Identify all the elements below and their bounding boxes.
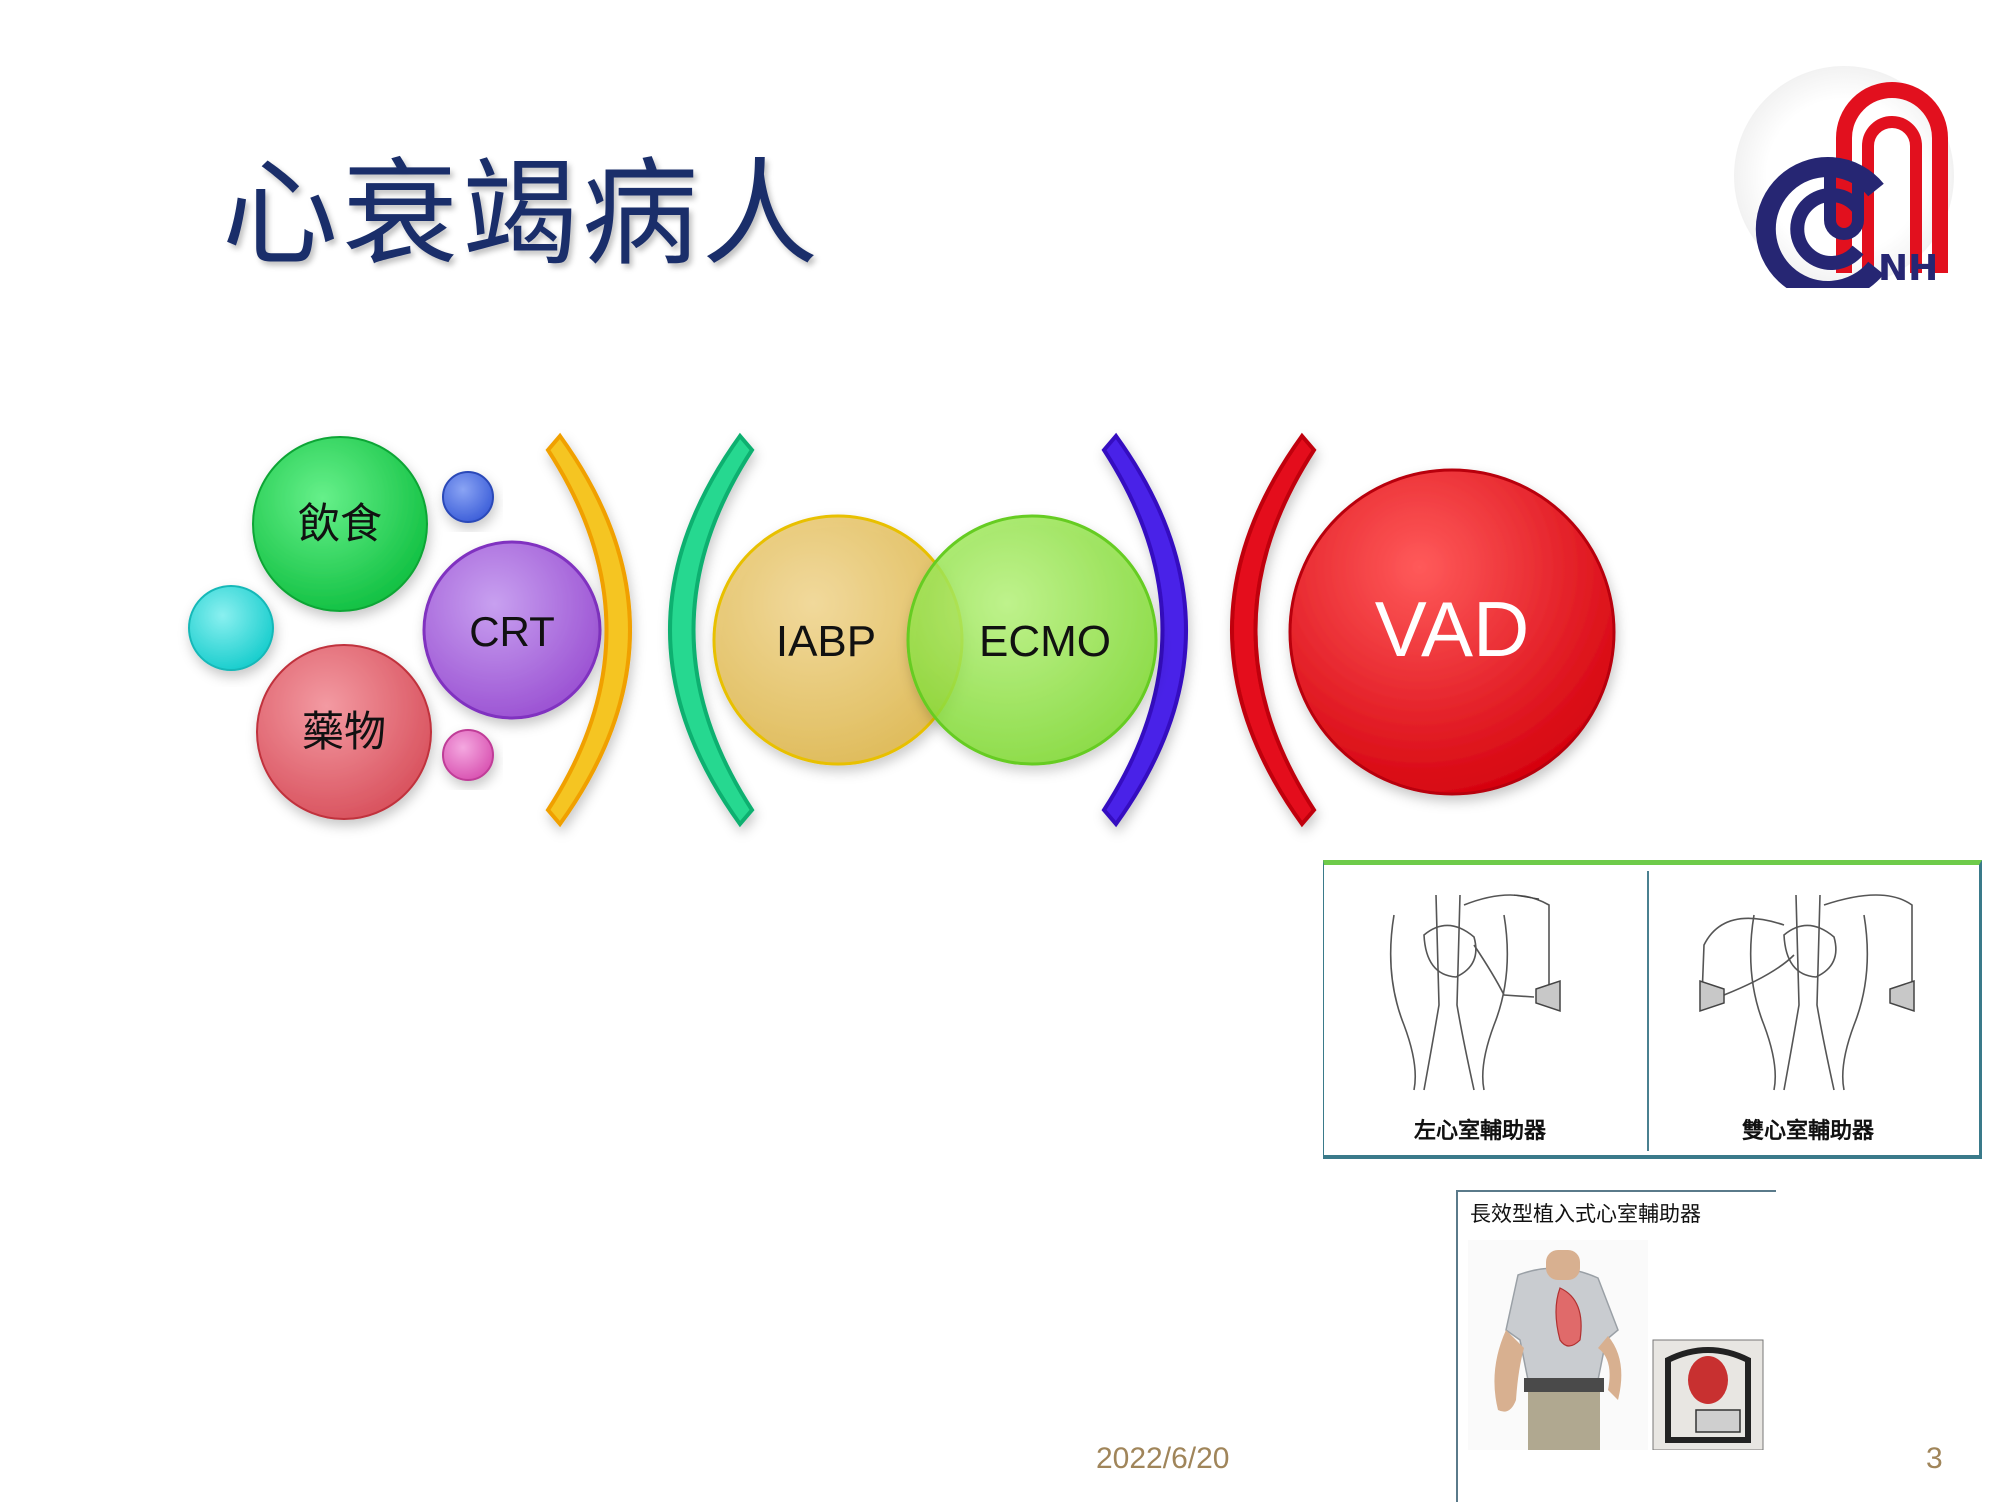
svg-text:NH: NH (1878, 248, 1938, 288)
lvad-illustration (1389, 894, 1561, 1091)
bubble-crt (422, 540, 602, 720)
figure-divider (1647, 871, 1649, 1151)
hospital-logo: NH (1734, 66, 1954, 288)
bracket-red (1230, 432, 1317, 828)
bubble-crt-label: CRT (469, 608, 555, 655)
patient-with-vad-photo (1468, 1240, 1764, 1450)
bubble-pink (442, 729, 494, 781)
bubble-diet (252, 436, 428, 612)
lvad-caption: 左心室輔助器 (1414, 1118, 1547, 1144)
slide-date: 2022/6/20 (1096, 1442, 1230, 1475)
vad-circle (1288, 468, 1616, 796)
bubble-diet-label: 飲食 (298, 499, 382, 548)
venn-ecmo (906, 514, 1158, 766)
bracket-green (668, 432, 755, 828)
bubble-medication-label: 藥物 (302, 707, 386, 756)
page-number: 3 (1926, 1442, 1943, 1475)
implantable-vad-caption: 長效型植入式心室輔助器 (1470, 1202, 1701, 1226)
bivad-illustration (1699, 894, 1915, 1091)
vad-illustration-panel: 左心室輔助器 雙心室輔助器 (1323, 860, 1982, 1159)
implantable-vad-panel: 長效型植入式心室輔助器 (1456, 1190, 1776, 1502)
panel-rule (1458, 1190, 1776, 1192)
bivad-caption: 雙心室輔助器 (1742, 1118, 1875, 1144)
venn-ecmo-label: ECMO (979, 617, 1111, 666)
bubble-blue (442, 471, 494, 523)
vad-label: VAD (1375, 585, 1530, 673)
bracket-yellow (545, 432, 632, 828)
bracket-indigo (1101, 432, 1188, 828)
bubble-cyan (188, 585, 274, 671)
venn-iabp-label: IABP (776, 617, 876, 666)
slide-title: 心衰竭病人 (222, 147, 822, 282)
bubble-medication (256, 644, 432, 820)
